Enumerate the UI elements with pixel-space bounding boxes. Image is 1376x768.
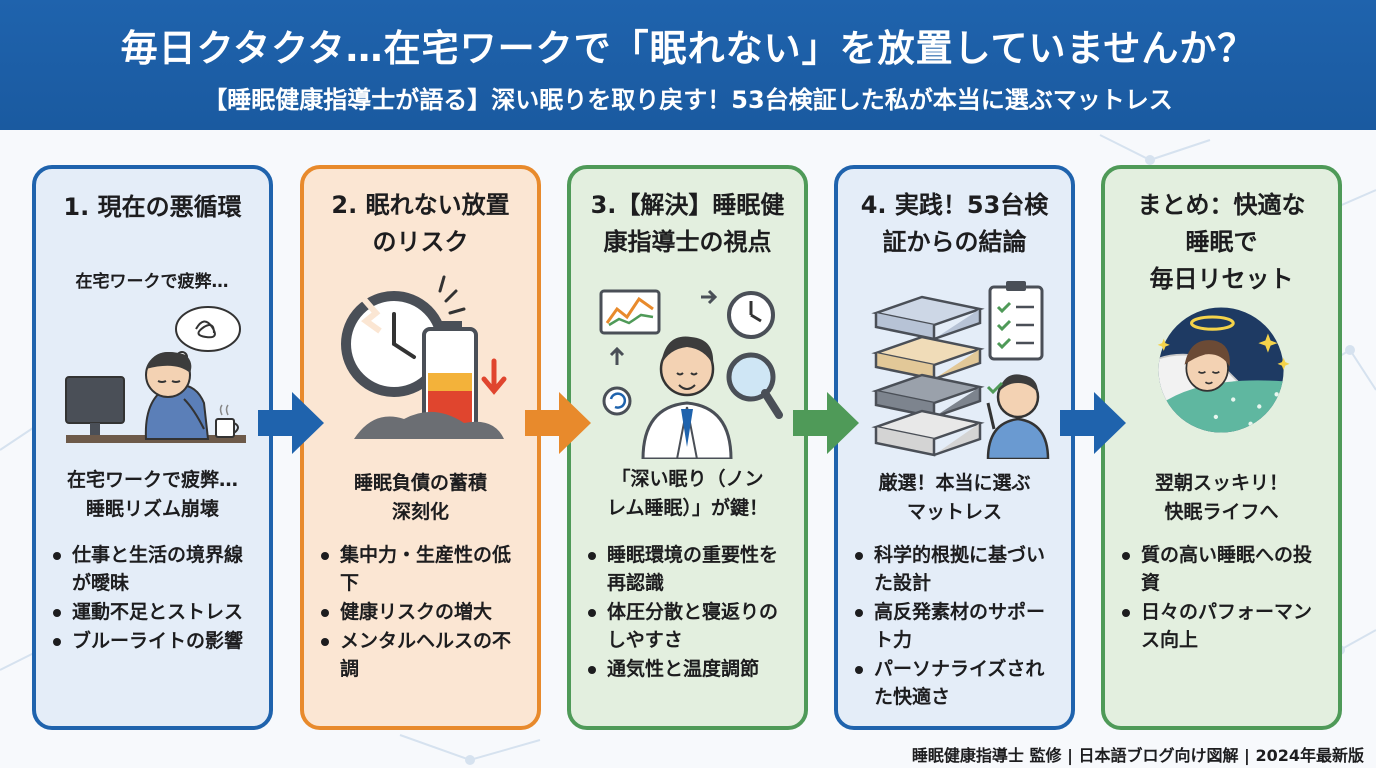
bullet-list: 集中力・生産性の低下 健康リスクの増大 メンタルヘルスの不調 [318, 541, 529, 684]
bullet-item: 運動不足とストレス [50, 598, 261, 626]
bullet-list: 科学的根拠に基づいた設計 高反発素材のサポート力 パーソナライズされた快適さ [852, 541, 1063, 712]
bullet-item: 集中力・生産性の低下 [318, 541, 529, 597]
bullet-item: 体圧分散と寝返りのしやすさ [585, 598, 796, 654]
worker-note: 在宅ワークで疲弊… [76, 271, 229, 292]
step-caption: 在宅ワークで疲弊… 睡眠リズム崩壊 [66, 469, 238, 520]
bullet-item: 健康リスクの増大 [318, 598, 529, 626]
bullet-item: 科学的根拠に基づいた設計 [852, 541, 1063, 597]
bullet-item: 高反発素材のサポート力 [852, 598, 1063, 654]
step-caption: 翌朝スッキリ！ 快眠ライフへ [1154, 472, 1288, 523]
footer-credit: 睡眠健康指導士 監修 | 日本語ブログ向け図解 | 2024年最新版 [911, 746, 1364, 765]
bullet-list: 睡眠環境の重要性を再認識 体圧分散と寝返りのしやすさ 通気性と温度調節 [585, 541, 796, 684]
step-title: まとめ：快適な 睡眠で 毎日リセット [1137, 191, 1306, 293]
step-title: 4. 実践！53台検 証からの結論 [860, 191, 1049, 256]
arrow-right-icon [1060, 392, 1126, 454]
step-card-1: 1. 現在の悪循環 在宅ワークで疲弊… 在宅ワークで疲弊… 睡眠リズム崩壊 仕事… [32, 165, 273, 730]
step-title: 3.【解決】睡眠健 康指導士の視点 [590, 191, 785, 256]
sleeping-person-icon [1157, 307, 1290, 433]
bullet-item: 質の高い睡眠への投資 [1119, 541, 1330, 597]
page-title: 毎日クタクタ…在宅ワークで「眠れない」を放置していませんか？ [120, 27, 1256, 70]
bullet-list: 仕事と生活の境界線が曖昧 運動不足とストレス ブルーライトの影響 [50, 541, 261, 656]
arrow-right-icon [793, 392, 859, 454]
bullet-item: 睡眠環境の重要性を再認識 [585, 541, 796, 597]
expert-magnifier-icon [599, 289, 783, 459]
step-card-2: 2. 眠れない放置 のリスク 睡眠負債の蓄積 深刻化 集中力・生産性の低下 健康… [300, 165, 541, 730]
step-caption: 睡眠負債の蓄積 深刻化 [353, 472, 487, 523]
broken-clock-battery-icon [341, 275, 507, 439]
step-title: 2. 眠れない放置 のリスク [331, 191, 510, 256]
step-card-3: 3.【解決】睡眠健 康指導士の視点 「深い眠り（ノン レム睡眠）」が鍵！ 睡眠環… [567, 165, 808, 730]
step-card-5: まとめ：快適な 睡眠で 毎日リセット 翌朝スッキリ！ 快眠ライフへ 質の高い睡眠… [1101, 165, 1342, 730]
arrow-right-icon [525, 392, 591, 454]
bullet-item: ブルーライトの影響 [50, 627, 261, 655]
bullet-item: 仕事と生活の境界線が曖昧 [50, 541, 261, 597]
step-caption: 厳選！本当に選ぶ マットレス [878, 472, 1031, 523]
bullet-item: パーソナライズされた快適さ [852, 655, 1063, 711]
step-title: 1. 現在の悪循環 [63, 193, 242, 221]
bullet-item: 通気性と温度調節 [585, 655, 796, 683]
tired-worker-icon: 在宅ワークで疲弊… [65, 271, 246, 443]
mattress-layers-icon [871, 281, 1050, 459]
bullet-list: 質の高い睡眠への投資 日々のパフォーマンス向上 [1119, 541, 1330, 655]
arrow-right-icon [258, 392, 324, 454]
bullet-item: メンタルヘルスの不調 [318, 627, 529, 683]
header-banner: 毎日クタクタ…在宅ワークで「眠れない」を放置していませんか？ 【睡眠健康指導士が… [0, 0, 1376, 130]
step-card-4: 4. 実践！53台検 証からの結論 厳選！本当に選ぶ マットレス 科学的根拠に基… [834, 165, 1075, 730]
bullet-item: 日々のパフォーマンス向上 [1119, 598, 1330, 654]
step-caption: 「深い眠り（ノン レム睡眠）」が鍵！ [606, 468, 769, 519]
page-subtitle: 【睡眠健康指導士が語る】深い眠りを取り戻す！53台検証した私が本当に選ぶマットレ… [203, 86, 1173, 114]
